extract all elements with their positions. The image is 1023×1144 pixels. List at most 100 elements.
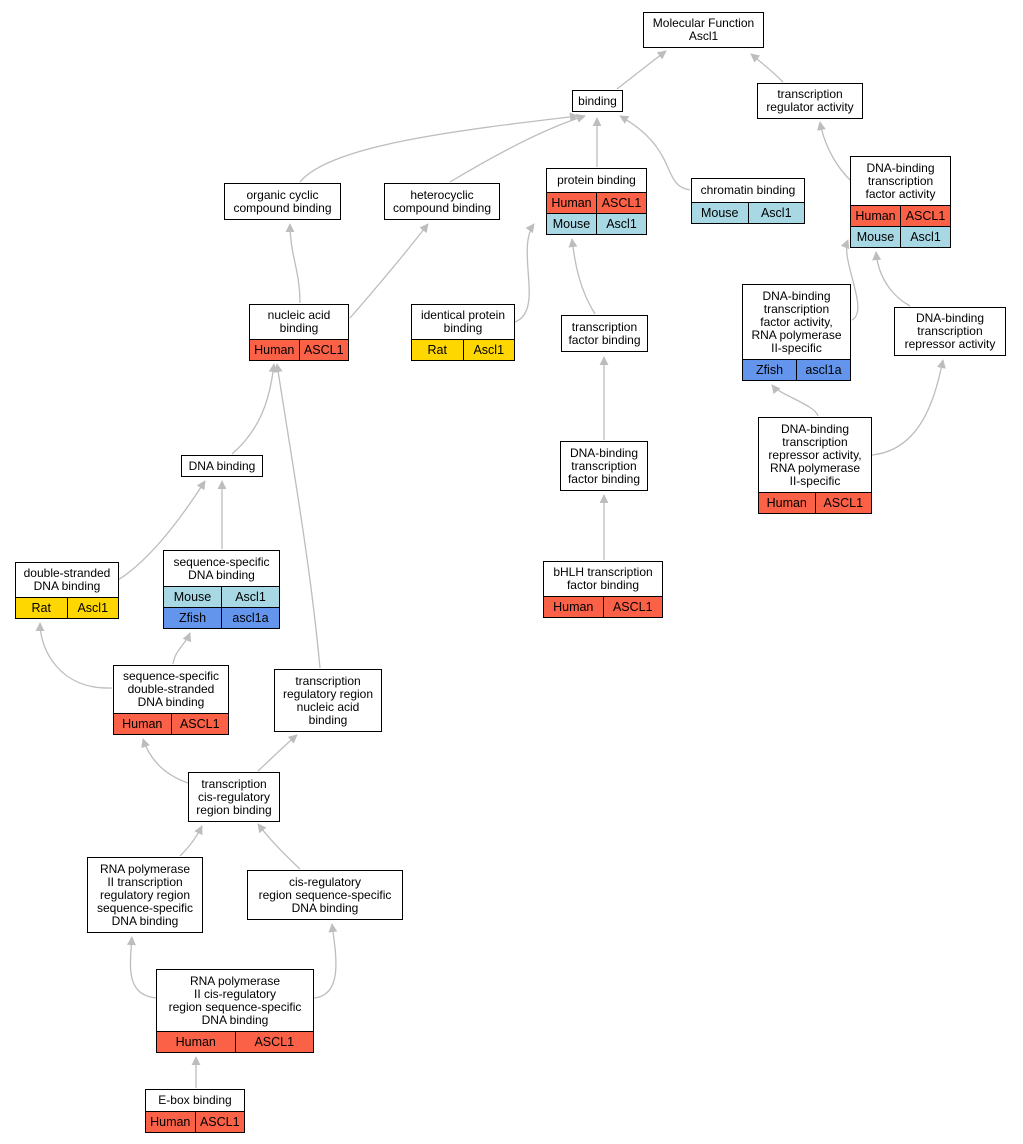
node-label-line: RNA polymerase (99, 861, 191, 876)
gene-cell: Ascl1 (596, 214, 646, 234)
node-label-line: Ascl1 (688, 29, 719, 43)
annotation-row: Human ASCL1 (114, 713, 228, 734)
node-label-line: II-specific (771, 340, 822, 355)
node-label: DNA binding (182, 456, 262, 476)
annotation-row: Human ASCL1 (547, 192, 646, 213)
species-cell: Human (122, 717, 163, 731)
node-label: E-box binding (146, 1090, 244, 1111)
species-cell: Human (766, 496, 807, 510)
gene-cell: ascl1a (796, 360, 850, 380)
node-label-line: factor binding (568, 332, 641, 347)
node-label-line: transcription (867, 173, 934, 188)
node-binding[interactable]: binding (572, 90, 623, 112)
gene-cell: ASCL1 (170, 714, 229, 734)
node-label-line: compound binding (233, 200, 332, 215)
node-label-line: DNA-binding (762, 288, 831, 303)
edge-rna-pol-ii-transcription-regulatory-region-sequence-specific-dna-binding (179, 825, 203, 857)
gene-cell: Ascl1 (66, 598, 119, 618)
node-label-line: DNA-binding (915, 311, 985, 325)
gene-cell: ASCL1 (596, 193, 646, 213)
node-label-line: nucleic acid (296, 699, 360, 714)
node-label-line: transcription (782, 434, 848, 449)
edge-transcription-cis-regulatory-region-binding (141, 738, 189, 784)
node-label-line: cis-regulatory (288, 874, 362, 889)
species-cell: Human (175, 1035, 216, 1049)
gene-cell: ascl1a (221, 608, 279, 628)
node-label-line: transcription (295, 673, 361, 688)
node-dna-binding[interactable]: DNA binding (181, 455, 263, 477)
node-label-line: DNA binding (188, 458, 256, 473)
node-label-line: DNA binding (137, 695, 205, 709)
node-label-line: factor binding (567, 471, 641, 486)
edge-sequence-specific-double-stranded-dna-binding (172, 632, 192, 665)
species-cell: Human (150, 1115, 191, 1129)
gene-cell: Ascl1 (747, 203, 805, 223)
annotation-row: Zfish ascl1a (743, 359, 850, 380)
node-label-line: DNA binding (33, 579, 101, 593)
species-cell: Mouse (700, 206, 739, 220)
gene-cell: ASCL1 (298, 340, 349, 360)
edge-cis-regulatory-region-sequence-specific-dna-binding (257, 823, 301, 870)
node-label-line: double-stranded (23, 566, 111, 580)
gene-cell: Ascl1 (221, 587, 279, 607)
node-label: chromatin binding (692, 179, 804, 202)
node-label-line: II transcription (107, 874, 183, 889)
species-cell: Human (551, 196, 592, 210)
node-label-line: DNA-binding (569, 445, 639, 460)
species-cell: Rat (427, 343, 447, 357)
node-label-line: regulatory region (99, 887, 191, 902)
node-label-line: chromatin binding (700, 183, 796, 197)
node-label-line: RNA polymerase (751, 327, 842, 342)
node-label-line: repressor activity, (768, 447, 862, 462)
gene-cell: ASCL1 (602, 597, 663, 617)
node-label-line: sequence-specific (96, 900, 194, 915)
node-label-line: factor activity, (760, 314, 833, 329)
edge-dna-binding-transcription-repressor-activity (872, 251, 911, 307)
species-cell: Zfish (178, 611, 207, 625)
edge-dna-binding-transcription-factor-activity (816, 121, 851, 181)
species-cell: Mouse (552, 217, 591, 231)
edge-nucleic-acid-binding (285, 223, 301, 304)
species-cell: Zfish (755, 363, 784, 377)
node-label-line: transcription (571, 458, 637, 473)
node-label-line: cis-regulatory (197, 789, 271, 804)
